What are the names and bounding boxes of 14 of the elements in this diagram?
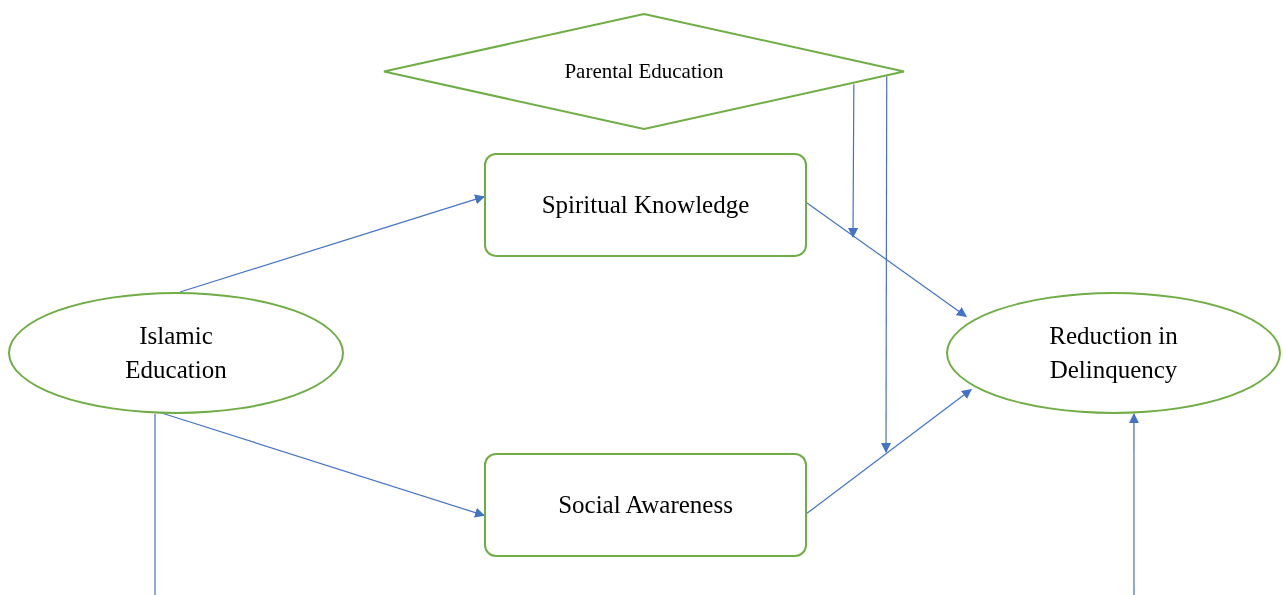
node-label: Parental Education [564, 58, 724, 86]
arrow [806, 202, 967, 317]
arrow [848, 83, 859, 238]
arrow [179, 194, 485, 293]
node-label: Social Awareness [558, 490, 733, 521]
arrow [881, 75, 891, 453]
node-label: Reduction in Delinquency [1048, 321, 1179, 385]
decision-diamond [383, 13, 905, 130]
arrow [806, 389, 972, 514]
node-label: Islamic Education [124, 321, 228, 385]
arrow [1128, 413, 1139, 595]
rounded-box [484, 453, 807, 557]
rounded-box [484, 153, 807, 257]
node-label: Spiritual Knowledge [541, 190, 750, 221]
